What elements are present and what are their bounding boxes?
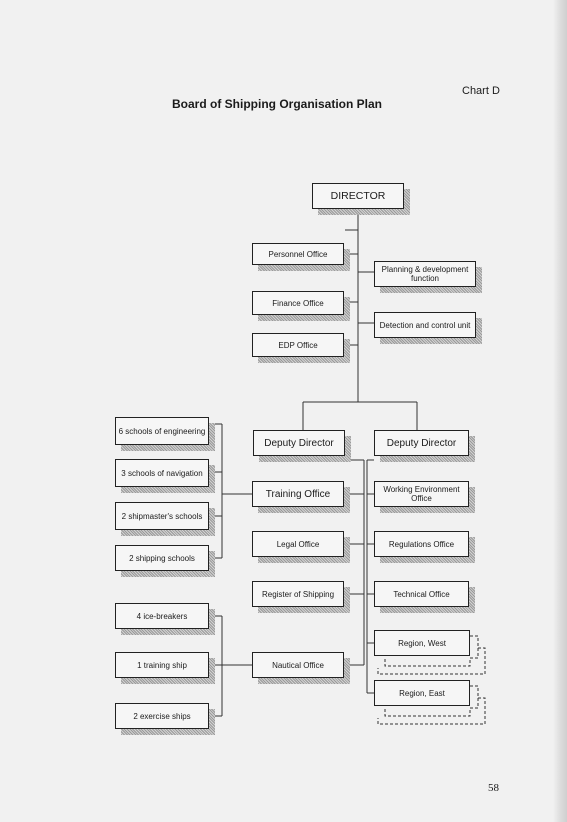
- legal-office-box: Legal Office: [252, 531, 344, 557]
- training-ship-box: 1 training ship: [115, 652, 209, 678]
- personnel-office-box: Personnel Office: [252, 243, 344, 265]
- technical-office-box: Technical Office: [374, 581, 469, 607]
- exercise-ships-box: 2 exercise ships: [115, 703, 209, 729]
- nautical-office-box: Nautical Office: [252, 652, 344, 678]
- region-west-box: Region, West: [374, 630, 470, 656]
- detection-unit-box: Detection and control unit: [374, 312, 476, 338]
- page-edge-shadow: [553, 0, 567, 822]
- page-number: 58: [488, 782, 499, 794]
- chart-label: Chart D: [462, 85, 500, 97]
- deputy-director-left-box: Deputy Director: [253, 430, 345, 456]
- ice-breakers-box: 4 ice-breakers: [115, 603, 209, 629]
- page-title: Board of Shipping Organisation Plan: [172, 97, 383, 111]
- register-of-shipping-box: Register of Shipping: [252, 581, 344, 607]
- navigation-schools-box: 3 schools of navigation: [115, 459, 209, 487]
- shipmaster-schools-box: 2 shipmaster's schools: [115, 502, 209, 530]
- region-east-box: Region, East: [374, 680, 470, 706]
- deputy-director-right-box: Deputy Director: [374, 430, 469, 456]
- training-office-box: Training Office: [252, 481, 344, 507]
- regulations-office-box: Regulations Office: [374, 531, 469, 557]
- director-box: DIRECTOR: [312, 183, 404, 209]
- shipping-schools-box: 2 shipping schools: [115, 545, 209, 571]
- finance-office-box: Finance Office: [252, 291, 344, 315]
- working-environment-office-box: Working Environment Office: [374, 481, 469, 507]
- edp-office-box: EDP Office: [252, 333, 344, 357]
- engineering-schools-box: 6 schools of engineering: [115, 417, 209, 445]
- planning-function-box: Planning & development function: [374, 261, 476, 287]
